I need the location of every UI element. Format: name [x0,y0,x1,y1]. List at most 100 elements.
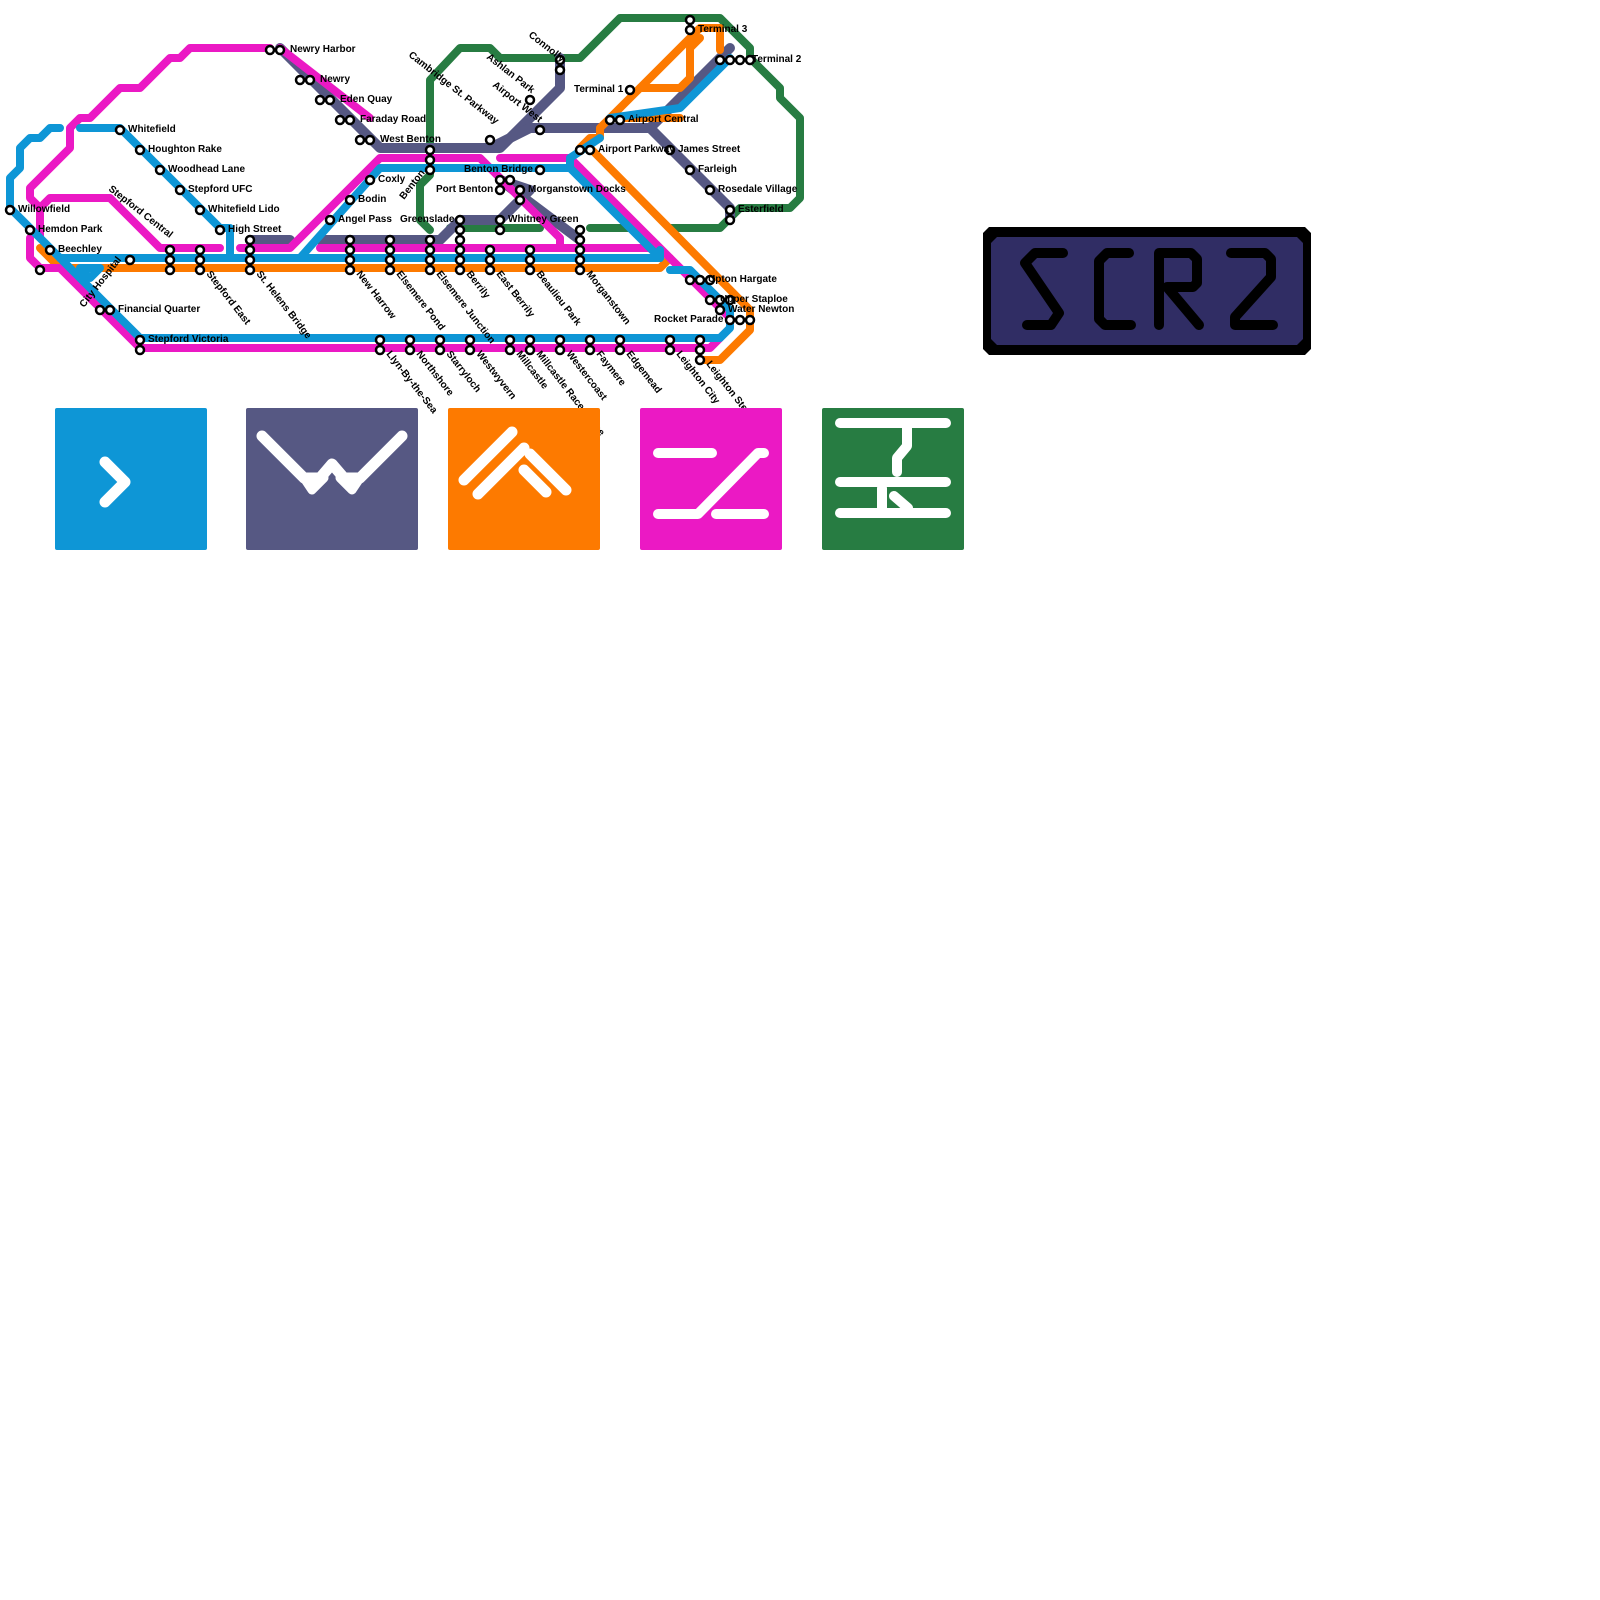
z-switch-icon [640,408,782,550]
station-marker-benton-bridge [536,166,544,174]
station-marker-morganstown [576,246,584,254]
station-marker-greenslade [456,216,464,224]
station-marker-upper-staploe [706,296,714,304]
station-marker-houghton-rake [136,146,144,154]
station-marker-edgemead [616,336,624,344]
station-label-houghton-rake: Houghton Rake [148,144,222,155]
station-label-airport-parkway: Airport Parkway [598,144,675,155]
station-marker-morganstown [576,256,584,264]
station-marker-elsemere-junction [426,266,434,274]
station-marker-westercoast [556,336,564,344]
station-marker-east-berrily [486,246,494,254]
station-marker-woodhead-lane [156,166,164,174]
station-marker-beaulieu-park [526,246,534,254]
station-marker-st-helens-bridge [246,256,254,264]
station-marker-bodin [346,196,354,204]
station-label-willowfield: Willowfield [18,204,70,215]
station-marker-leighton-city [666,346,674,354]
station-marker-hemdon-park [26,226,34,234]
station-marker-city-hospital [126,256,134,264]
station-marker-leighton-stepford-road [696,336,704,344]
station-marker-angel-pass [326,216,334,224]
station-marker-terminal-2 [726,56,734,64]
station-marker-northshore [406,346,414,354]
station-marker-financial-quarter [96,306,104,314]
station-marker-starryloch [436,346,444,354]
station-marker-financial-quarter [106,306,114,314]
station-label-coxly: Coxly [378,174,406,185]
station-marker-eden-quay [326,96,334,104]
station-marker-faymere [586,336,594,344]
station-marker-faymere [586,346,594,354]
station-marker-st-helens-bridge [246,236,254,244]
station-marker-morganstown [576,266,584,274]
station-label-newry: Newry [320,74,350,85]
station-marker-st-helens-bridge [246,246,254,254]
station-marker-llyn-by-the-sea [376,346,384,354]
station-label-hemdon-park: Hemdon Park [38,224,103,235]
station-marker-faraday-road [346,116,354,124]
station-label-port-benton: Port Benton [436,184,493,195]
station-label-terminal-1: Terminal 1 [574,84,624,95]
station-marker-terminal-1 [626,86,634,94]
station-marker-greenslade [456,226,464,234]
station-marker-elsemere-junction [426,256,434,264]
station-marker-new-harrow [346,256,354,264]
station-label-morganstown: Morganstown [584,269,633,327]
station-marker-high-street [216,226,224,234]
station-marker-northshore [406,336,414,344]
station-marker-whitney-green [496,216,504,224]
station-marker-port-benton [496,176,504,184]
station-marker-whitefield [116,126,124,134]
station-label-angel-pass: Angel Pass [338,214,392,225]
line-icon-orange [448,408,600,550]
i-beam-icon [822,408,964,550]
scr2-logo [983,227,1311,355]
station-marker-farleigh [686,166,694,174]
station-marker-morganstown-docks [516,196,524,204]
station-label-st-helens-bridge: St. Helens Bridge [254,269,314,341]
station-marker-stepford-central [166,266,174,274]
station-marker-starryloch [436,336,444,344]
station-label-stepford-east: Stepford East [204,269,253,328]
station-marker-water-newton [716,306,724,314]
station-marker-rocket-parade [736,316,744,324]
station-label-terminal-2: Terminal 2 [752,54,802,65]
station-marker-esterfield [726,206,734,214]
station-label-whitney-green: Whitney Green [508,214,579,225]
station-label-edgemead: Edgemead [624,349,664,396]
station-marker-stepford-east [196,266,204,274]
station-label-james-street: James Street [678,144,741,155]
station-marker-airport-central [606,116,614,124]
station-marker-stepford-ufc [176,186,184,194]
station-marker-airport-west [536,126,544,134]
station-marker-beechley [36,266,44,274]
station-marker-new-harrow [346,266,354,274]
w-wave-icon [246,408,418,550]
station-marker-new-harrow [346,246,354,254]
station-marker-faraday-road [336,116,344,124]
station-marker-stepford-east [196,256,204,264]
station-marker-esterfield [726,216,734,224]
station-marker-rocket-parade [726,316,734,324]
station-marker-stepford-east [196,246,204,254]
station-label-esterfield: Esterfield [738,204,784,215]
station-marker-newry [306,76,314,84]
station-label-high-street: High Street [228,224,282,235]
station-marker-morganstown [576,236,584,244]
station-marker-morganstown-docks [516,186,524,194]
station-marker-eden-quay [316,96,324,104]
station-label-faraday-road: Faraday Road [360,114,426,125]
station-label-morganstown-docks: Morganstown Docks [528,184,626,195]
station-label-whitefield: Whitefield [128,124,176,135]
station-marker-stepford-central [166,246,174,254]
station-label-westwyvern: Westwyvern [474,349,518,402]
station-marker-airport-parkway [576,146,584,154]
station-marker-berrily [456,236,464,244]
station-marker-elsemere-pond [386,246,394,254]
station-label-upton-hargate: Upton Hargate [708,274,777,285]
station-marker-benton [426,146,434,154]
station-label-airport-central: Airport Central [628,114,699,125]
station-marker-airport-parkway [586,146,594,154]
